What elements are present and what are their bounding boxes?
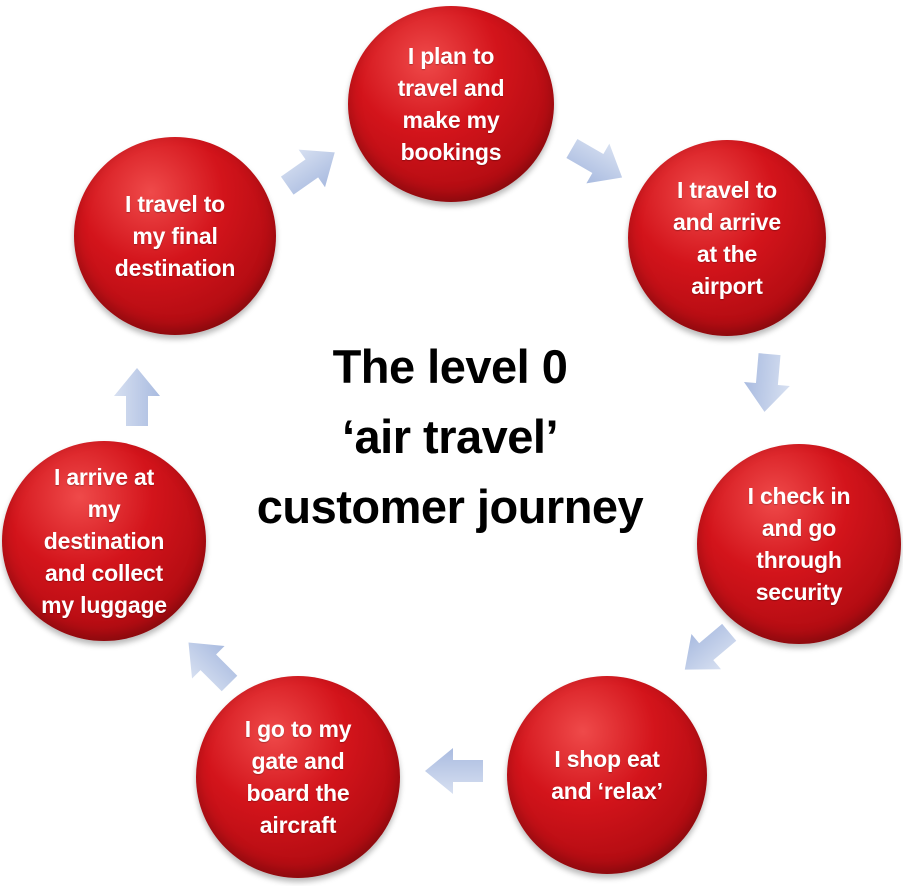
title-line-1: The level 0 (332, 340, 568, 393)
flow-arrow-icon (274, 134, 348, 205)
flow-arrow-icon (670, 615, 744, 688)
step-check-in-security: I check in and go through security (697, 444, 901, 644)
step-gate-and-board: I go to my gate and board the aircraft (196, 676, 400, 878)
step-label: I shop eat and ‘relax’ (551, 746, 663, 804)
title-line-3: customer journey (256, 480, 644, 533)
step-plan-and-book: I plan to travel and make my bookings (348, 6, 554, 202)
flow-arrow-icon (114, 368, 160, 426)
step-label: I go to my gate and board the aircraft (244, 716, 352, 838)
flow-arrow-icon (560, 129, 633, 198)
step-label: I travel to my final destination (114, 191, 236, 281)
step-travel-to-airport: I travel to and arrive at the airport (628, 140, 826, 336)
step-label: I check in and go through security (747, 483, 851, 605)
step-arrive-collect-luggage: I arrive at my destination and collect m… (2, 441, 206, 641)
title-line-2: ‘air travel’ (341, 410, 559, 463)
flow-arrow-icon (172, 626, 246, 700)
flow-arrow-icon (742, 352, 793, 414)
step-label: I travel to and arrive at the airport (673, 177, 781, 299)
step-shop-eat-relax: I shop eat and ‘relax’ (507, 676, 707, 874)
step-travel-final-destination: I travel to my final destination (74, 137, 276, 335)
diagram-title: The level 0 ‘air travel’ customer journe… (240, 332, 660, 542)
step-label: I plan to travel and make my bookings (397, 43, 505, 165)
step-label: I arrive at my destination and collect m… (41, 464, 167, 618)
flow-arrow-icon (425, 748, 483, 794)
